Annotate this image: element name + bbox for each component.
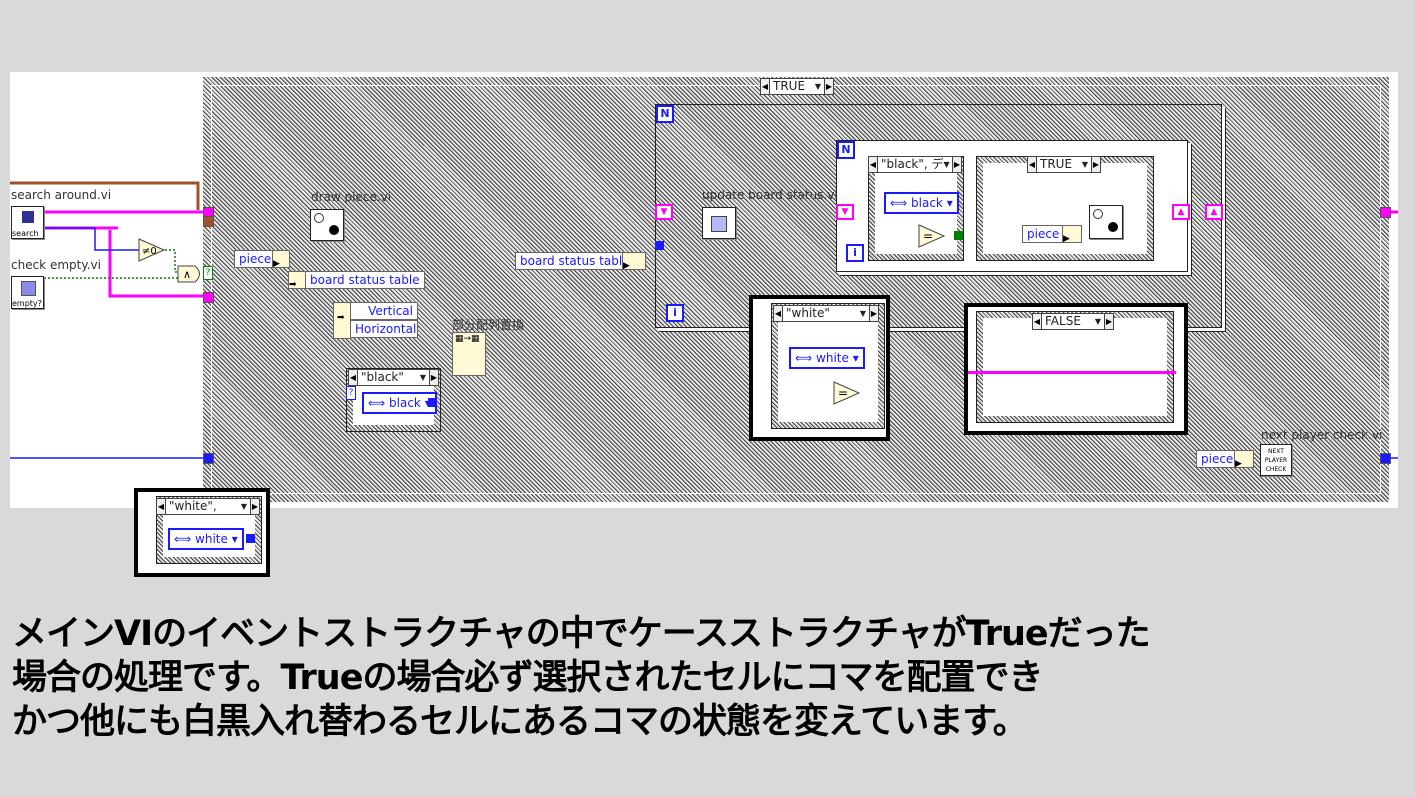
decrement-arrow-icon[interactable]: ◀ [761, 79, 769, 94]
caption-line-3: かつ他にも白黒入れ替わるセルにあるコマの状態を変えています。 [12, 702, 1028, 742]
callout-false-case: ◀ FALSE▼ ▶ [964, 303, 1188, 435]
white-piece-icon [314, 213, 324, 223]
inner-draw-piece-vi[interactable] [1089, 205, 1123, 239]
draw-piece-vi[interactable] [310, 209, 344, 241]
draw-piece-label: draw piece.vi [311, 190, 392, 204]
callout-white-case: ◀ "white",▼ ▶ ⟺ white ▾ [134, 488, 270, 577]
bundle-piece-field[interactable]: piece [234, 250, 277, 268]
black-piece-icon [329, 225, 339, 235]
replace-array-subset-node[interactable]: ▦→▦ [452, 332, 486, 376]
array-icon: ▦→▦ [455, 334, 480, 344]
unbundle-node[interactable]: ➡ [333, 302, 351, 339]
loop-count-terminal: N [656, 105, 674, 123]
inner-bundle-node[interactable]: ▶ [1062, 225, 1082, 244]
increment-arrow-icon[interactable]: ▶ [825, 79, 833, 94]
case-selector-terminal-black: ? [346, 386, 356, 400]
next-player-check-label: next player check.vi [1261, 428, 1383, 442]
search-around-vi[interactable]: search [11, 206, 44, 239]
white-piece-icon [1093, 209, 1103, 219]
table-update-icon [711, 216, 727, 232]
shift-register-down-icon: ▼ [655, 204, 673, 220]
inner-piece-field[interactable]: piece [1022, 225, 1065, 243]
svg-text:≠0: ≠0 [142, 246, 157, 257]
callout-white-selector[interactable]: ◀ "white",▼ ▶ [156, 498, 260, 515]
bottom-piece-field[interactable]: piece [1196, 450, 1239, 468]
inner-case-black-selector[interactable]: ◀ "black", デ▼ ▶ [868, 156, 962, 173]
inner-loop-iteration-terminal: i [846, 244, 864, 262]
grid-search-icon [22, 211, 34, 223]
caption-text: メインVIのイベントストラクチャの中でケースストラクチャがTrueだった 場合の… [12, 612, 1151, 744]
callout-white-inner-case: ◀ "white"▼ ▶ ⟺ white ▾ = [749, 295, 890, 441]
replace-array-subset-label: 部分配列置換 [452, 318, 525, 332]
case-output-tunnel [428, 398, 437, 407]
unbundle-vertical-field[interactable]: Vertical [350, 302, 418, 320]
and-gate-node[interactable]: ∧ [177, 265, 205, 283]
black-piece-icon [1108, 222, 1118, 232]
false-board-wire [968, 371, 1176, 374]
grid-icon [21, 281, 36, 296]
outer-case-selector[interactable]: ◀ TRUE▼ ▶ [760, 78, 834, 95]
shift-register-up-icon: ▲ [1205, 204, 1223, 220]
tunnel-index [655, 241, 664, 250]
check-empty-vi[interactable]: empty? [11, 276, 44, 309]
inner-shift-register-down-icon: ▼ [836, 204, 854, 220]
equals-node[interactable]: = [918, 224, 946, 248]
unbundle-horizontal-field[interactable]: Horizontal [350, 320, 418, 338]
tunnel-piece [203, 453, 214, 464]
inner-loop-count-terminal: N [837, 141, 855, 159]
tunnel-piece-out [1380, 453, 1391, 464]
board-wire-loop [108, 230, 208, 298]
equals-node-white: = [833, 381, 861, 405]
white-enum-constant[interactable]: ⟺ white ▾ [168, 528, 244, 550]
next-player-check-vi[interactable]: NEXT PLAYER CHECK [1260, 444, 1292, 476]
count-wire [40, 227, 140, 251]
update-board-status-label: update board status.vi [702, 188, 838, 202]
inner-shift-register-up-icon: ▲ [1172, 204, 1190, 220]
svg-text:=: = [838, 386, 848, 400]
boolean-tunnel [954, 231, 963, 240]
callout-white-inner-selector[interactable]: ◀ "white"▼ ▶ [773, 305, 879, 322]
inner-black-enum-constant[interactable]: ⟺ black ▾ [884, 192, 959, 214]
not-equal-zero-node[interactable]: ≠0 [138, 238, 166, 262]
cluster-wire [10, 181, 200, 210]
caption-line-1: メインVIのイベントストラクチャの中でケースストラクチャがTrueだった [12, 614, 1151, 654]
tunnel-cluster [203, 216, 214, 227]
bundle-node[interactable]: ➡ [288, 271, 306, 290]
case-black-selector[interactable]: ◀ "black"▼ ▶ [348, 369, 439, 386]
white-inner-enum-constant[interactable]: ⟺ white ▾ [789, 347, 865, 369]
tunnel-board-out [1380, 207, 1391, 218]
caption-line-2: 場合の処理です。Trueの場合必ず選択されたセルにコマを配置でき [12, 658, 1043, 698]
case-selector-terminal: ? [203, 266, 213, 280]
loop-iteration-terminal: i [666, 304, 684, 322]
bundle-board-status-field[interactable]: board status table [305, 271, 425, 289]
boolean-wires [40, 249, 180, 279]
bundle-node-2[interactable]: ▶ [622, 252, 646, 271]
callout-false-selector[interactable]: ◀ FALSE▼ ▶ [1032, 313, 1114, 330]
bottom-bundle-node[interactable]: ▶ [1234, 450, 1254, 469]
bundle-board-status-field-2[interactable]: board status table [515, 252, 635, 270]
svg-text:=: = [923, 229, 933, 243]
bundle-by-name-node[interactable]: ▶ [272, 250, 290, 269]
svg-text:∧: ∧ [183, 268, 191, 281]
update-board-status-vi[interactable] [702, 207, 736, 239]
inner-case-true-selector[interactable]: ◀ TRUE▼ ▶ [1027, 156, 1101, 173]
black-enum-constant[interactable]: ⟺ black ▾ [362, 392, 437, 414]
check-empty-label: check empty.vi [11, 258, 101, 272]
tunnel-board-2 [203, 292, 214, 303]
search-around-label: search around.vi [11, 188, 112, 202]
